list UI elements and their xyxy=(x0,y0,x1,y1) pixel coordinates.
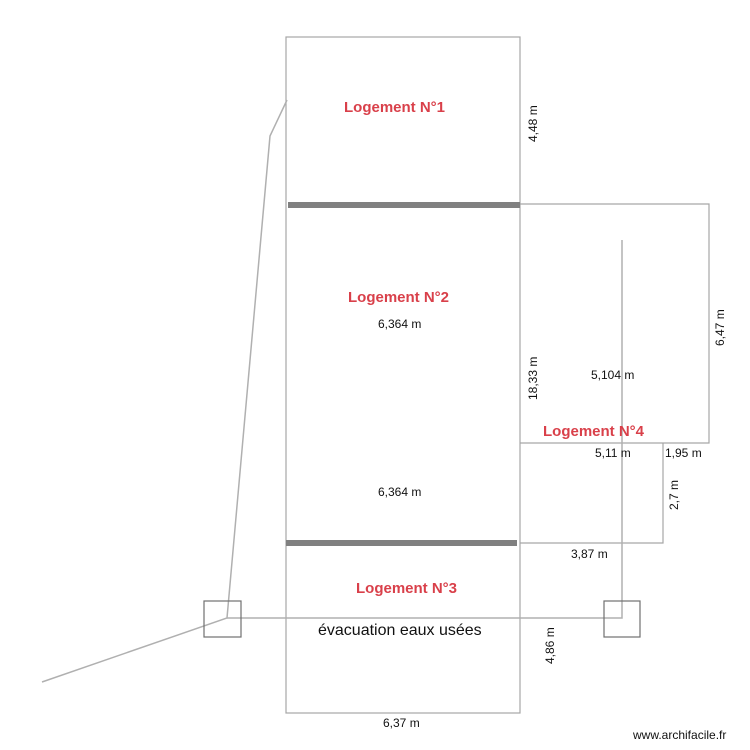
drain-pipe-main xyxy=(227,240,623,619)
room-label-3: Logement N°3 xyxy=(356,580,458,597)
dim-annex-height: 6,47 m xyxy=(713,309,727,346)
wall-room1-room2 xyxy=(288,202,520,208)
main-building-outline xyxy=(285,36,521,714)
manhole-left xyxy=(203,600,242,638)
dim-room3-width: 6,37 m xyxy=(383,716,420,730)
dim-annex-step: 1,95 m xyxy=(665,446,702,460)
drain-annotation: évacuation eaux usées xyxy=(318,622,482,639)
dim-annex-lower-height: 2,7 m xyxy=(667,479,681,510)
room-label-1: Logement N°1 xyxy=(344,99,446,116)
manhole-right xyxy=(603,600,641,638)
dim-room2-bottom-width: 6,364 m xyxy=(378,485,422,499)
dim-total-height: 18,33 m xyxy=(526,356,540,400)
dim-annex-lower-width: 3,87 m xyxy=(571,547,608,561)
room-label-4: Logement N°4 xyxy=(543,423,645,440)
dim-room3-height: 4,86 m xyxy=(543,627,557,664)
drain-pipe-left xyxy=(41,99,288,683)
dim-annex-width-upper: 5,104 m xyxy=(591,368,635,382)
room-label-2: Logement N°2 xyxy=(348,289,450,306)
dim-room2-top-width: 6,364 m xyxy=(378,317,422,331)
watermark: www.archifacile.fr xyxy=(633,728,727,742)
dim-room1-height: 4,48 m xyxy=(526,105,540,142)
dim-annex-bottom-width: 5,11 m xyxy=(595,446,631,460)
annex-upper-outline xyxy=(520,203,710,444)
annex-lower-outline xyxy=(520,443,664,544)
wall-room2-room3 xyxy=(286,540,517,546)
